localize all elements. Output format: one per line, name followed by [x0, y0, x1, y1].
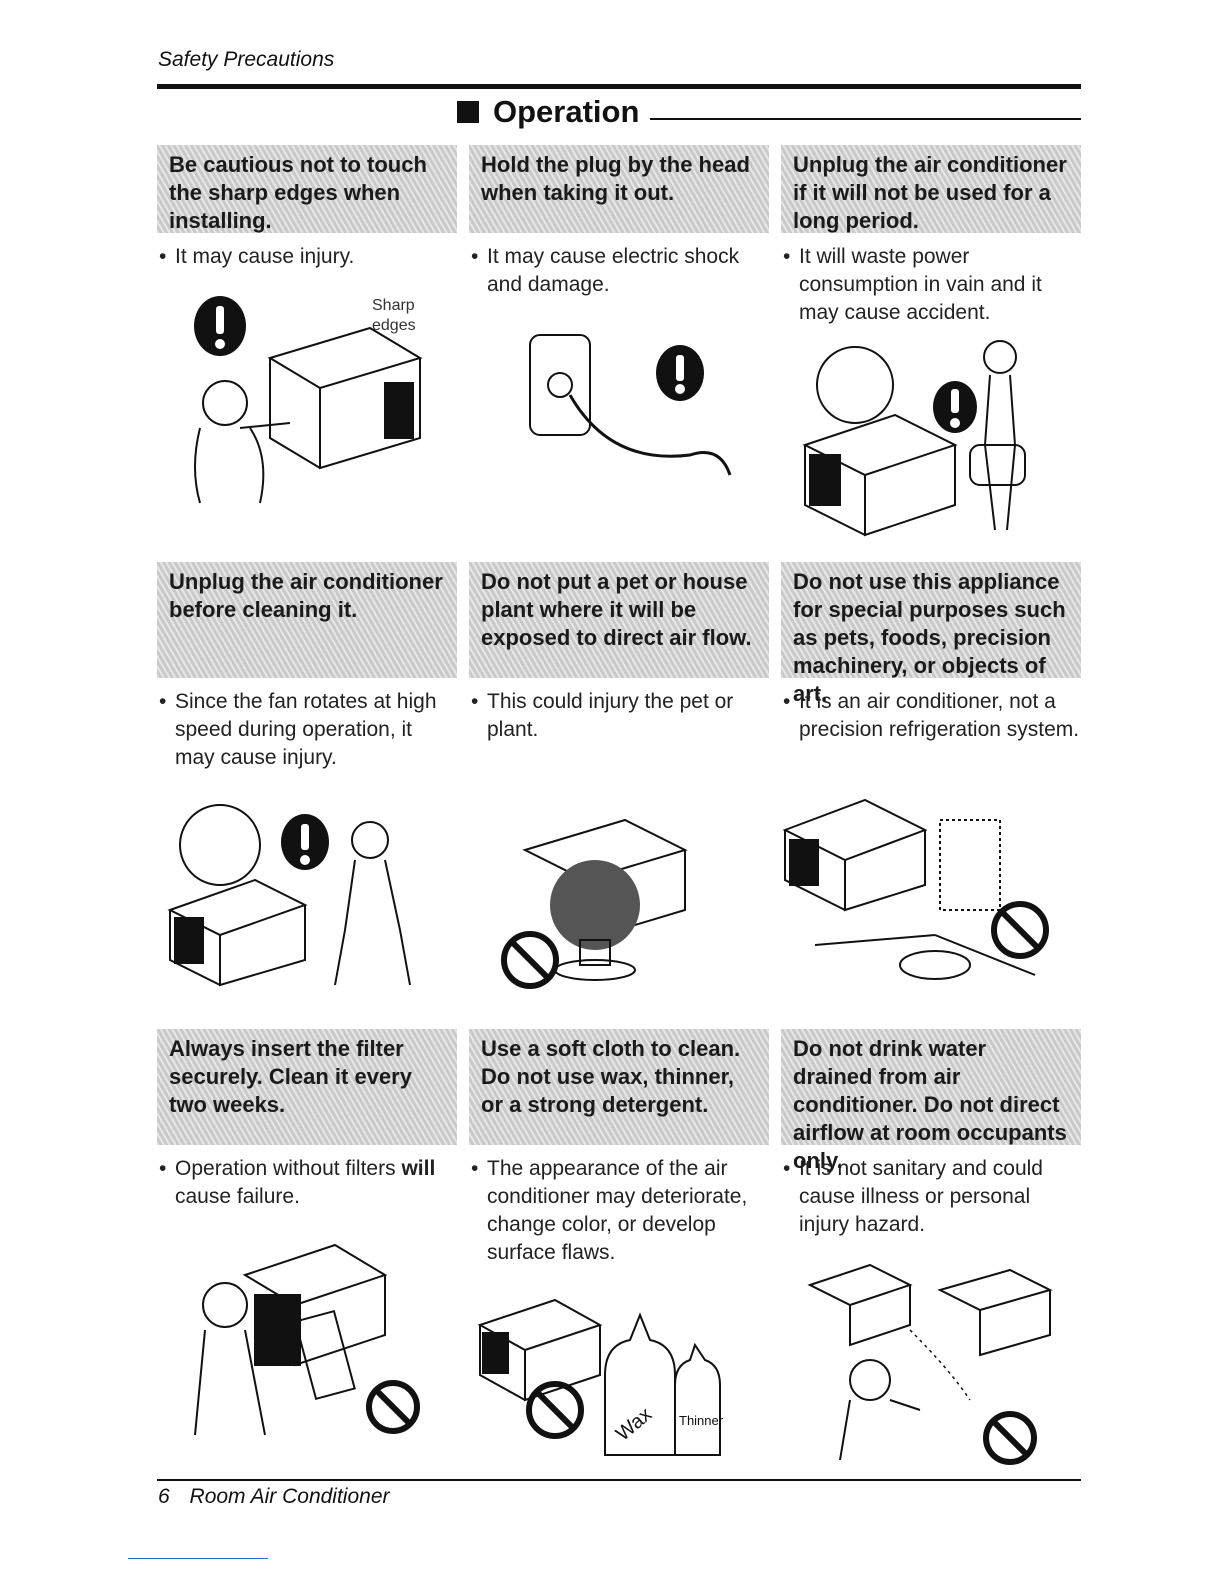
floor-line [814, 934, 1036, 976]
woman-figure [334, 821, 411, 986]
sharp-label-line1: Sharp [372, 297, 415, 314]
precaution-hold-plug: Hold the plug by the head when taking it… [469, 145, 769, 299]
plug-bubble [179, 804, 261, 886]
desc-text: Operation without filters [175, 1157, 402, 1180]
precaution-pet-plant: Do not put a pet or house plant where it… [469, 562, 769, 744]
thinner-bottle: Thinner [674, 1342, 724, 1456]
person-figure [839, 1359, 921, 1461]
precaution-title: Hold the plug by the head when taking it… [469, 145, 769, 233]
page-number: 6 [158, 1485, 170, 1508]
traveler-figure [969, 340, 1026, 531]
sleeping-pet [899, 950, 971, 980]
precaution-title: Unplug the air conditioner before cleani… [157, 562, 457, 678]
header-rule [157, 84, 1081, 89]
precaution-title: Do not drink water drained from air cond… [781, 1029, 1081, 1173]
caution-icon [281, 814, 329, 870]
cleaning-products-illustration: Wax Thinner [477, 1298, 724, 1456]
precaution-description: It may cause electric shock and damage. [469, 243, 769, 299]
link-underline [128, 1558, 268, 1559]
prohibited-icon [991, 901, 1049, 959]
air-conditioner-unit [167, 878, 308, 987]
precaution-sharp-edges: Be cautious not to touch the sharp edges… [157, 145, 457, 271]
air-conditioner-unit [477, 1298, 603, 1402]
plug-bubble [816, 346, 894, 424]
page-footer: 6 Room Air Conditioner [158, 1485, 390, 1509]
precaution-title: Do not put a pet or house plant where it… [469, 562, 769, 678]
precaution-title: Do not use this appliance for special pu… [781, 562, 1081, 706]
filter-illustration [194, 1243, 420, 1436]
artwork-frame [939, 819, 1001, 911]
footer-title: Room Air Conditioner [189, 1485, 390, 1508]
wax-bottle: Wax [604, 1312, 676, 1456]
precaution-drained-water: Do not drink water drained from air cond… [781, 1029, 1081, 1239]
air-conditioner-unit [267, 326, 423, 470]
precaution-soft-cloth: Use a soft cloth to clean. Do not use wa… [469, 1029, 769, 1267]
prohibited-icon [526, 1381, 584, 1439]
precaution-filter: Always insert the filter securely. Clean… [157, 1029, 457, 1211]
section-rule [650, 118, 1081, 120]
air-conditioner-unit [802, 413, 958, 537]
precaution-unplug-cleaning: Unplug the air conditioner before cleani… [157, 562, 457, 772]
precaution-description: Since the fan rotates at high speed duri… [157, 688, 457, 772]
precaution-description: It will waste power consumption in vain … [781, 243, 1081, 327]
unplug-travel-illustration [802, 340, 1026, 537]
precaution-title: Unplug the air conditioner if it will no… [781, 145, 1081, 233]
air-conditioner-unit [807, 1263, 1053, 1357]
power-cord [568, 394, 732, 476]
plug-illustration [529, 334, 732, 476]
caution-icon [194, 296, 246, 356]
air-filter [294, 1309, 356, 1401]
desc-emphasis: will [401, 1157, 436, 1180]
footer-rule [157, 1479, 1081, 1481]
precaution-title: Be cautious not to touch the sharp edges… [157, 145, 457, 233]
person-figure [194, 380, 291, 504]
precaution-description: Operation without filters will cause fai… [157, 1155, 457, 1211]
prohibited-icon [983, 1411, 1037, 1465]
precaution-title: Always insert the filter securely. Clean… [157, 1029, 457, 1145]
air-conditioner-unit [242, 1243, 388, 1367]
airflow-lines [909, 1329, 971, 1401]
section-title: Operation [493, 94, 640, 129]
precaution-unplug-long-period: Unplug the air conditioner if it will no… [781, 145, 1081, 327]
special-purposes-illustration [782, 798, 1049, 980]
precaution-description: It is an air conditioner, not a precisio… [781, 688, 1081, 744]
precaution-special-purposes: Do not use this appliance for special pu… [781, 562, 1081, 744]
caution-icon [656, 345, 704, 401]
section-heading: Operation [457, 94, 639, 130]
sharp-edges-illustration: Sharp edges [194, 296, 423, 504]
square-bullet-icon [457, 101, 479, 123]
person-figure [194, 1282, 266, 1436]
precaution-description: The appearance of the air conditioner ma… [469, 1155, 769, 1267]
plant-illustration [501, 818, 688, 989]
caution-icon [933, 381, 977, 433]
wall-outlet [529, 334, 591, 436]
house-plant [550, 860, 640, 981]
sharp-label-line2: edges [372, 317, 416, 334]
desc-text: cause failure. [175, 1185, 300, 1208]
bottle-label-thinner: Thinner [679, 1413, 724, 1428]
cleaning-illustration [167, 804, 411, 987]
prohibited-icon [366, 1380, 420, 1434]
prohibited-icon [501, 931, 559, 989]
precaution-description: This could injury the pet or plant. [469, 688, 769, 744]
precaution-description: It may cause injury. [157, 243, 457, 271]
precaution-description: It is not sanitary and could cause illne… [781, 1155, 1081, 1239]
running-header: Safety Precautions [158, 48, 335, 71]
drained-water-illustration [807, 1263, 1053, 1465]
precaution-title: Use a soft cloth to clean. Do not use wa… [469, 1029, 769, 1145]
air-conditioner-unit [782, 798, 928, 912]
